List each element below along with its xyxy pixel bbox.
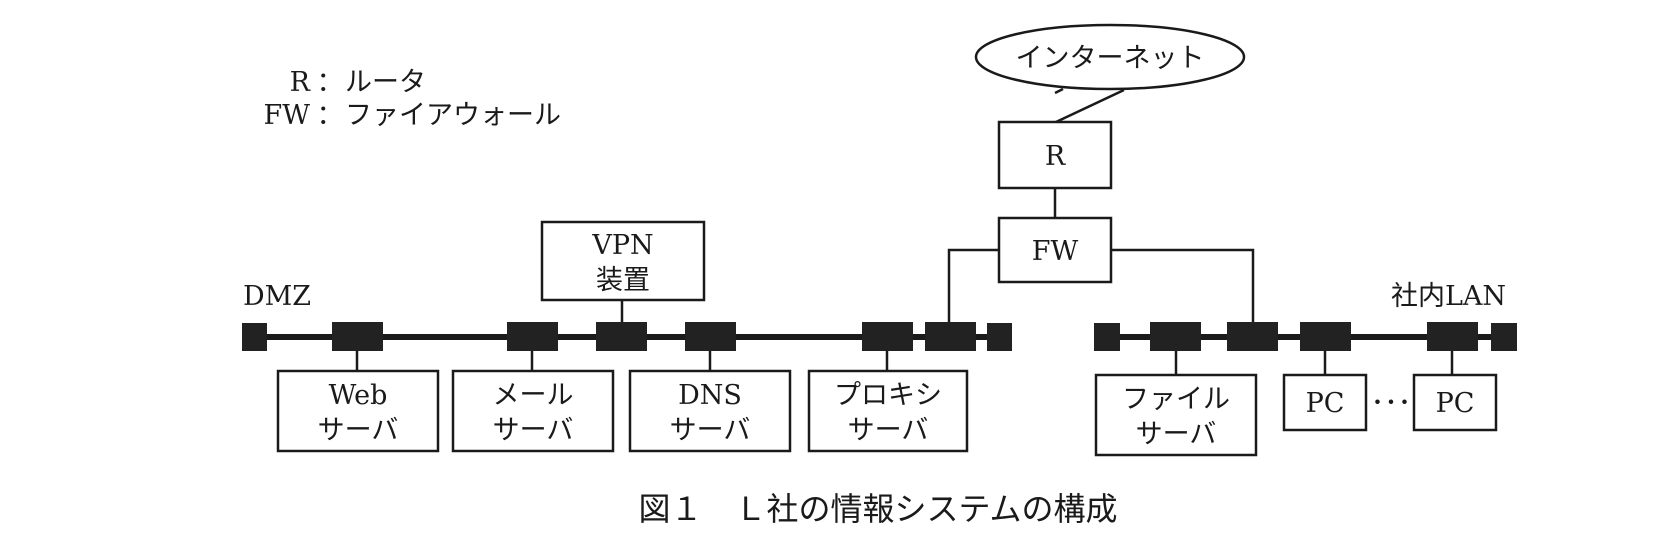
pc1-box: [1282, 373, 1368, 432]
lan-label: 社内LAN: [1391, 281, 1506, 312]
dns-server-label-line1: DNS: [678, 380, 742, 411]
lan-tap-file: [1150, 322, 1201, 351]
pc-node-1: PC: [1282, 351, 1368, 432]
internet-label: インターネット: [1016, 43, 1205, 74]
proxy-server-label-line2: サーバ: [848, 415, 929, 446]
proxy-server-box: [807, 369, 969, 453]
fw-dmz-link: [947, 248, 999, 322]
proxy-server-node: プロキシ サーバ: [807, 351, 969, 453]
legend-abbr-r: R: [290, 67, 311, 98]
internet-router-link: [1054, 87, 1064, 95]
mail-server-box: [451, 369, 615, 453]
vpn-device-box: [540, 220, 706, 302]
vpn-device-label-line2: 装置: [596, 265, 650, 296]
figure-caption: 図１ Ｌ社の情報システムの構成: [638, 490, 1117, 528]
firewall-box: [997, 216, 1113, 284]
file-server-box: [1094, 373, 1258, 457]
web-server-label-line1: Web: [329, 380, 388, 411]
dmz-terminator-left: [242, 323, 267, 351]
firewall-label: FW: [1032, 236, 1079, 267]
dns-server-node: DNS サーバ: [628, 351, 792, 453]
legend-meaning-r: ルータ: [345, 67, 426, 98]
file-server-label-line1: ファイル: [1122, 384, 1230, 415]
lan-terminator-left: [1094, 323, 1120, 351]
mail-server-label-line1: メール: [493, 380, 574, 411]
legend: R ： ルータ FW ： ファイアウォール: [264, 67, 562, 131]
pc-ellipsis: ･･･: [1371, 388, 1412, 419]
dmz-tap-web: [332, 322, 383, 351]
pc-node-2: PC: [1412, 351, 1498, 432]
dmz-tap-vpn: [596, 322, 647, 351]
web-server-label-line2: サーバ: [318, 415, 399, 446]
dns-server-box: [628, 369, 792, 453]
web-server-node: Web サーバ: [276, 351, 440, 453]
dmz-label: DMZ: [243, 281, 311, 312]
internet-router-link: [1055, 88, 1125, 124]
router-box: [997, 120, 1113, 190]
mail-server-node: メール サーバ: [451, 351, 615, 453]
pc2-label: PC: [1436, 388, 1475, 419]
dmz-tap-proxy: [862, 322, 913, 351]
file-server-node: ファイル サーバ: [1094, 351, 1258, 457]
file-server-label-line2: サーバ: [1136, 419, 1217, 450]
lan-tap-pc1: [1300, 322, 1351, 351]
proxy-server-label-line1: プロキシ: [834, 380, 942, 411]
lan-tap-fw: [1227, 322, 1278, 351]
web-server-box: [276, 369, 440, 453]
pc2-box: [1412, 373, 1498, 432]
legend-sep-r: ：: [317, 67, 344, 98]
dmz-tap-dns: [685, 322, 736, 351]
dmz-terminator-right: [987, 323, 1012, 351]
mail-server-label-line2: サーバ: [493, 415, 574, 446]
fw-lan-link: [1111, 248, 1255, 322]
internet-node: インターネット: [974, 23, 1246, 91]
vpn-device-label-line1: VPN: [591, 230, 653, 261]
legend-meaning-fw: ファイアウォール: [345, 100, 561, 131]
lan-terminator-right: [1491, 323, 1517, 351]
legend-abbr-fw: FW: [264, 100, 311, 131]
pc1-label: PC: [1306, 388, 1345, 419]
dmz-tap-mail: [507, 322, 558, 351]
router-node: R: [997, 120, 1113, 190]
vpn-device-node: VPN 装置: [540, 220, 706, 302]
lan-tap-pc2: [1427, 322, 1478, 351]
legend-sep-fw: ：: [317, 100, 344, 131]
dmz-tap-fw: [925, 322, 976, 351]
internet-ellipse: [974, 23, 1246, 91]
router-label: R: [1045, 141, 1066, 172]
firewall-node: FW: [997, 216, 1113, 284]
dns-server-label-line2: サーバ: [670, 415, 751, 446]
